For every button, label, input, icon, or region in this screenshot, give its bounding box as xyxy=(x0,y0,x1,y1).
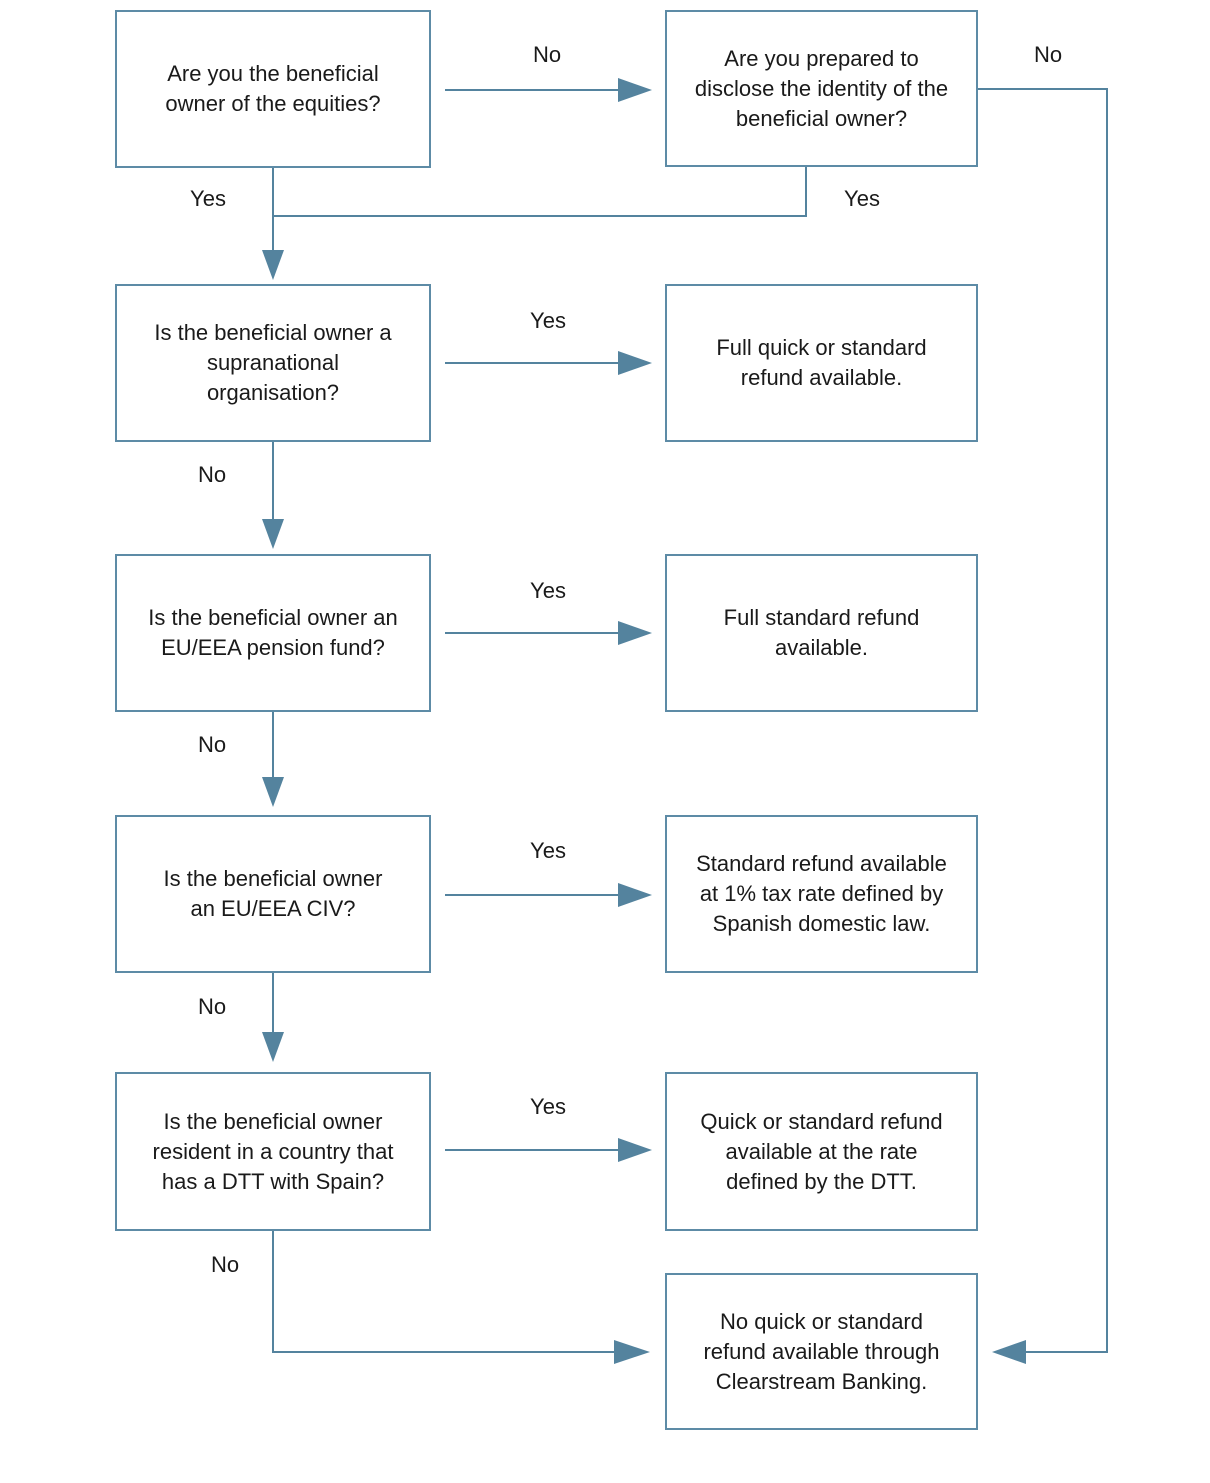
edge-disclose-supranational-line xyxy=(273,167,807,217)
edge-civ-onepercent-arrowhead xyxy=(618,883,652,907)
edge-civ-dtt-arrowhead xyxy=(262,1032,284,1062)
edge-label-disclose-norefund-no: No xyxy=(1033,42,1063,67)
edge-pension-civ-arrowhead xyxy=(262,777,284,807)
node-r-quick-standard-refund-dtt: Quick or standard refund available at th… xyxy=(665,1072,978,1231)
node-r-full-standard-refund: Full standard refund available. xyxy=(665,554,978,712)
node-q-eu-eea-civ: Is the beneficial owner an EU/EEA CIV? xyxy=(115,815,431,973)
edge-disclose-norefund-line xyxy=(978,88,1108,1353)
edge-dtt-norefund-line xyxy=(272,1231,614,1353)
edge-label-pension-fullstandard-yes: Yes xyxy=(530,578,566,603)
node-r-full-quick-standard-refund: Full quick or standard refund available. xyxy=(665,284,978,442)
edge-label-dtt-dttrate-yes: Yes xyxy=(530,1094,566,1119)
edge-pension-fullstandard-arrowhead xyxy=(618,621,652,645)
edge-label-civ-dtt-no: No xyxy=(197,994,227,1019)
edge-dtt-dttrate-arrowhead xyxy=(618,1138,652,1162)
node-q-dtt-country: Is the beneficial owner resident in a co… xyxy=(115,1072,431,1231)
node-q-supranational: Is the beneficial owner a supranational … xyxy=(115,284,431,442)
edge-label-disclose-supranational-yes: Yes xyxy=(844,186,880,211)
edge-dtt-norefund-arrowhead xyxy=(614,1340,650,1364)
node-q-disclose-identity: Are you prepared to disclose the identit… xyxy=(665,10,978,167)
edge-label-supranational-fullquick-yes: Yes xyxy=(530,308,566,333)
node-q-eu-eea-pension-fund: Is the beneficial owner an EU/EEA pensio… xyxy=(115,554,431,712)
node-r-no-refund: No quick or standard refund available th… xyxy=(665,1273,978,1430)
node-r-standard-refund-1pct: Standard refund available at 1% tax rate… xyxy=(665,815,978,973)
edge-label-dtt-norefund-no: No xyxy=(210,1252,240,1277)
edge-supranational-fullquick-arrowhead xyxy=(618,351,652,375)
edge-label-owner-supranational-yes: Yes xyxy=(190,186,226,211)
node-q-beneficial-owner: Are you the beneficial owner of the equi… xyxy=(115,10,431,168)
edge-label-pension-civ-no: No xyxy=(197,732,227,757)
edge-supranational-pension-arrowhead xyxy=(262,519,284,549)
edge-owner-disclose-arrowhead xyxy=(618,78,652,102)
edge-label-supranational-pension-no: No xyxy=(197,462,227,487)
edge-label-owner-disclose-no: No xyxy=(532,42,562,67)
edge-owner-supranational-arrowhead xyxy=(262,250,284,280)
edge-disclose-norefund-arrowhead xyxy=(992,1340,1026,1364)
edge-label-civ-onepercent-yes: Yes xyxy=(530,838,566,863)
